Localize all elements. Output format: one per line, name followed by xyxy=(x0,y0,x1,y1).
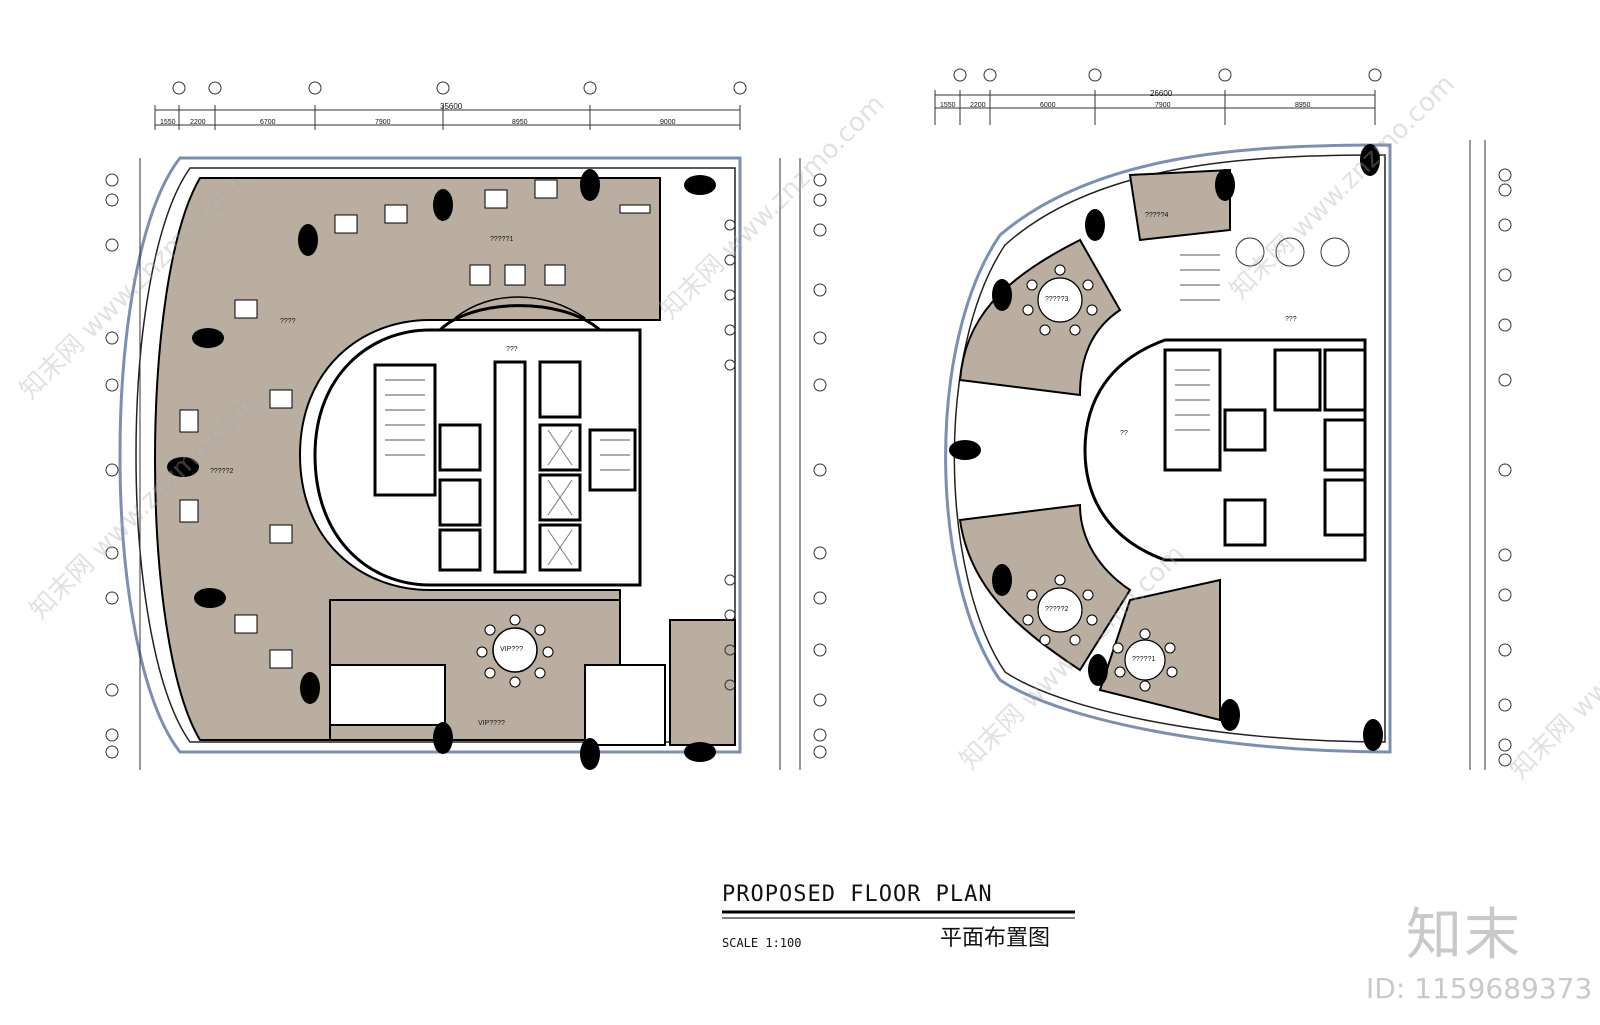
right-private-room-3 xyxy=(958,238,1122,397)
room-label-left-2: ?????2 xyxy=(210,468,234,475)
room-label-left-6: ??? xyxy=(506,346,518,353)
room-label-left-4: VIP??? xyxy=(500,646,523,653)
room-label-left-5: VIP???? xyxy=(478,720,505,727)
room-label-left-1: ?????1 xyxy=(490,236,514,243)
right-top-dim-4: 7900 xyxy=(1155,102,1171,109)
left-top-dim-5: 8950 xyxy=(512,119,528,126)
right-facade-outline xyxy=(944,143,1392,754)
left-top-dim-4: 7900 xyxy=(375,119,391,126)
brand-id: ID: 1159689373 xyxy=(1366,972,1593,1005)
right-top-dim-2: 2200 xyxy=(970,102,986,109)
room-label-left-3: ???? xyxy=(280,318,296,325)
right-top-total-dim: 26600 xyxy=(1150,89,1173,98)
room-label-right-4: ?????4 xyxy=(1145,212,1169,219)
right-top-dim-1: 1550 xyxy=(940,102,956,109)
title-underline xyxy=(722,910,1075,919)
left-top-dim-2: 2200 xyxy=(190,119,206,126)
right-private-room-2 xyxy=(958,503,1132,672)
left-top-dim-3: 6700 xyxy=(260,119,276,126)
plan-title: PROPOSED FLOOR PLAN xyxy=(722,882,993,907)
left-facade-outline xyxy=(118,156,742,754)
brand-logo: 知末 xyxy=(1406,903,1522,968)
left-floor-plan xyxy=(105,81,827,770)
plan-scale: SCALE 1:100 xyxy=(722,936,802,950)
room-label-right-2: ?????2 xyxy=(1045,606,1069,613)
left-top-total-dim: 35600 xyxy=(440,102,463,111)
right-floor-plan xyxy=(934,68,1512,770)
plan-subtitle-cn: 平面布置图 xyxy=(940,926,1051,951)
room-label-right-5: ??? xyxy=(1285,316,1297,323)
room-label-right-6: ?? xyxy=(1120,430,1128,437)
left-top-dim-1: 1550 xyxy=(160,119,176,126)
room-label-right-1: ?????1 xyxy=(1132,656,1156,663)
right-top-dim-3: 6000 xyxy=(1040,102,1056,109)
right-private-room-4 xyxy=(1128,168,1231,242)
room-label-right-3: ?????3 xyxy=(1045,296,1069,303)
left-top-dim-6: 9000 xyxy=(660,119,676,126)
right-top-dim-5: 8950 xyxy=(1295,102,1311,109)
